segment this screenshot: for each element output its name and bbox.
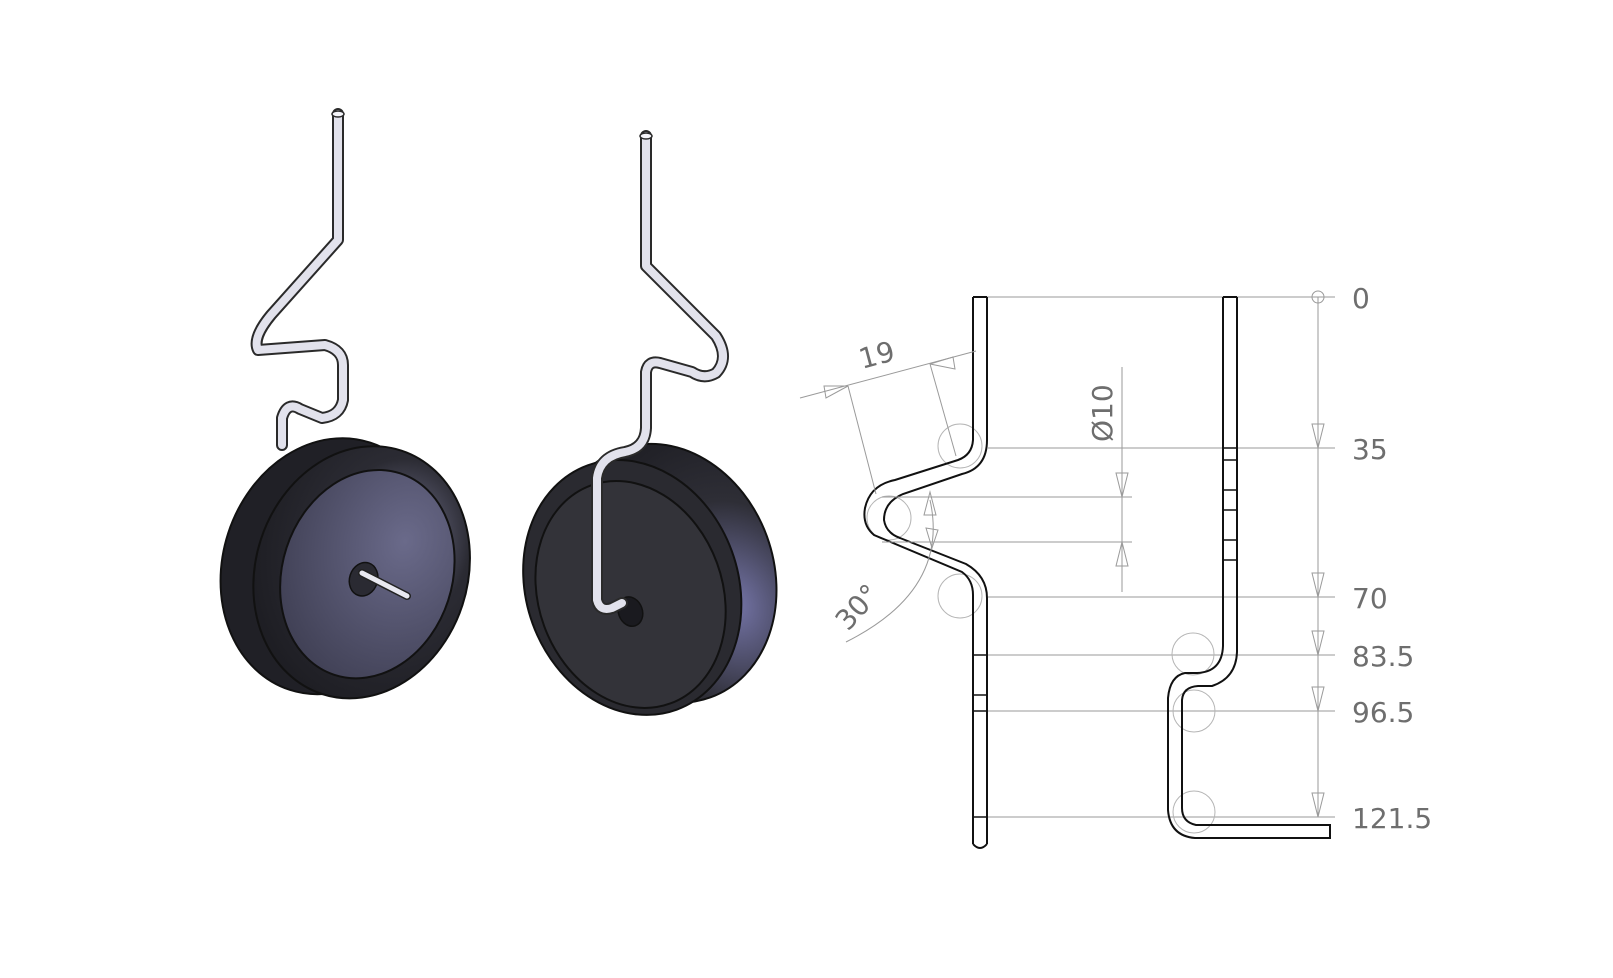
ordinate-label-35: 35 [1352,433,1388,466]
left-wire-tip [331,110,345,118]
dia-arrows [1115,472,1129,567]
right-wheel-face [534,480,727,709]
right-profile-tangent-marks [1223,447,1237,561]
right-iso-view [522,130,778,716]
angle-dim-label: 30° [829,578,887,637]
width-arrows [823,356,956,399]
right-wire-tip [639,132,653,140]
ordinate-arrows [1311,423,1325,818]
angle-arrows [923,490,939,550]
left-profile [863,297,988,844]
right-wire-body [593,132,727,613]
ordinate-label-83-5: 83.5 [1352,640,1414,673]
left-wire-body [252,110,347,449]
ordinate-label-96-5: 96.5 [1352,696,1414,729]
dimensioned-profile: 0 35 70 83.5 96.5 121.5 [799,282,1432,849]
right-profile [1167,297,1331,839]
ordinate-label-0: 0 [1352,282,1370,315]
dia-dim-label: Ø10 [1086,384,1119,442]
bend-radius-circles [866,423,1216,834]
width-dim-label: 19 [855,335,898,376]
left-axle-highlight [359,570,410,599]
left-wheel [219,437,471,700]
right-wheel [522,442,778,716]
width-ext-line-left [847,385,877,495]
left-profile-tangent-marks [973,654,987,818]
ordinate-origin [1311,290,1325,304]
width-ext-line-right [929,363,957,457]
ordinate-label-121-5: 121.5 [1352,802,1432,835]
ordinate-label-70: 70 [1352,582,1388,615]
angle-dim-arc [845,499,934,643]
left-profile-bottom-cap [972,843,988,849]
left-iso-view [219,108,471,700]
